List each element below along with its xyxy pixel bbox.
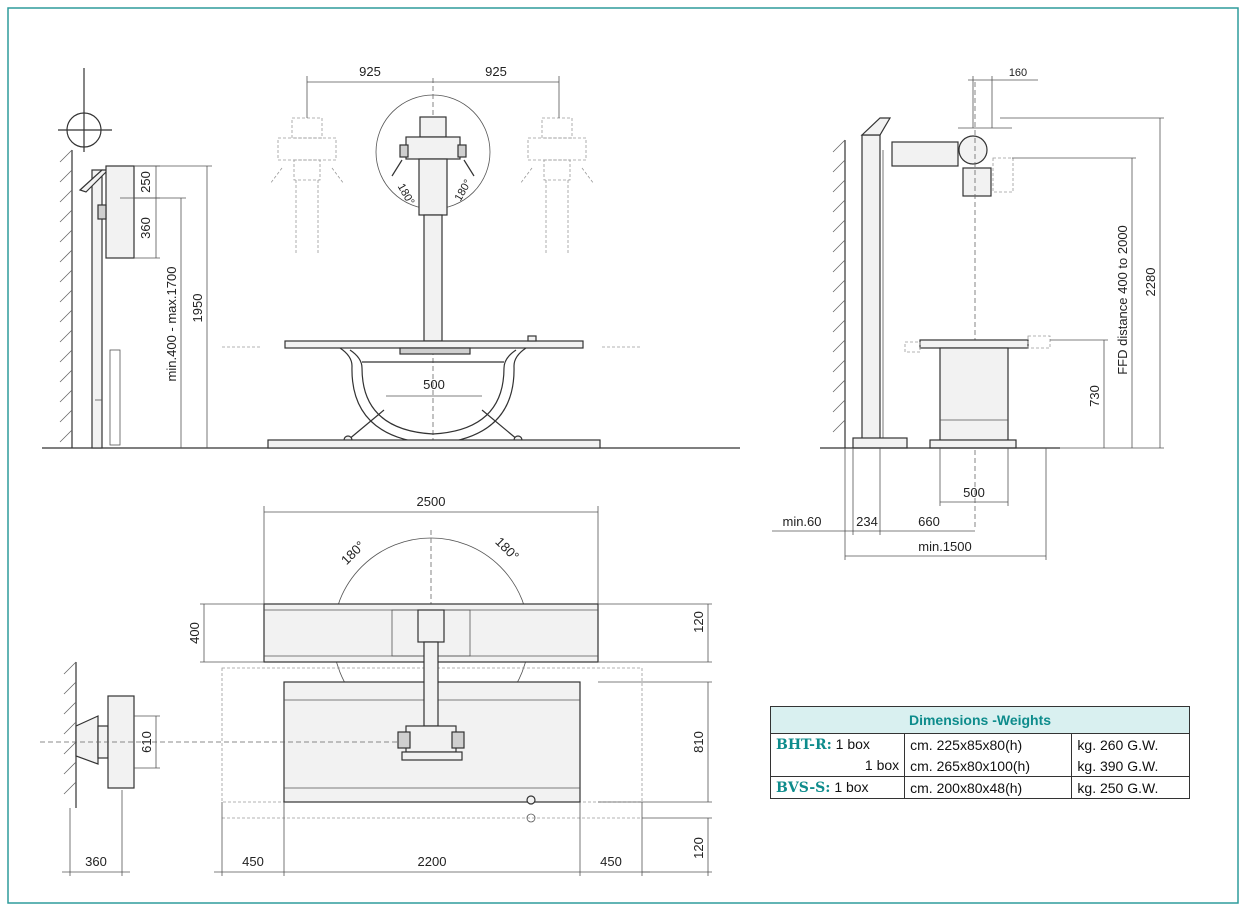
plan-view: 2500 180° 180° 400 120 81 <box>40 494 712 876</box>
angle-label-left: 180° <box>395 182 417 208</box>
dim-400: 400 <box>187 622 202 644</box>
dim-610: 610 <box>139 731 154 753</box>
table-title: Dimensions -Weights <box>770 706 1190 734</box>
dim-120-bottom: 120 <box>691 837 706 859</box>
dim-2280: 2280 <box>1143 268 1158 297</box>
table-row: BVS-S: 1 box cm. 200x80x48(h) kg. 250 G.… <box>769 776 1190 799</box>
table-row: BHT-R: 1 box cm. 225x85x80(h) kg. 260 G.… <box>769 733 1190 755</box>
dim-500-side: 500 <box>963 485 985 500</box>
dim-925-right: 925 <box>485 64 507 79</box>
dim-1950: 1950 <box>190 294 205 323</box>
page-border <box>7 7 1239 904</box>
angle-plan-right: 180° <box>492 534 522 564</box>
dim-925-left: 925 <box>359 64 381 79</box>
dim-250: 250 <box>138 171 153 193</box>
dim-height-range: min.400 - max.1700 <box>164 267 179 382</box>
dim-120-top: 120 <box>691 611 706 633</box>
dim-160: 160 <box>1009 67 1027 79</box>
dim-360-vertical: 360 <box>138 217 153 239</box>
dim-450-right: 450 <box>600 854 622 869</box>
box-weight: kg. 390 G.W. <box>1071 755 1190 777</box>
dim-2500: 2500 <box>417 494 446 509</box>
dim-min60: min.60 <box>782 514 821 529</box>
wall-stand-elevation: 250 360 min.400 - max.1700 1950 <box>42 68 740 449</box>
box-count: 1 box <box>834 779 869 795</box>
dimensions-weights-table: Dimensions -Weights BHT-R: 1 box cm. 225… <box>769 706 1190 799</box>
dim-360-plan: 360 <box>85 854 107 869</box>
box-count: 1 box <box>835 736 870 752</box>
side-elevation: 160 2280 FFD distance 400 to 2000 730 50… <box>772 67 1164 560</box>
angle-plan-left: 180° <box>338 538 368 568</box>
box-weight: kg. 250 G.W. <box>1071 776 1190 799</box>
dim-730: 730 <box>1087 385 1102 407</box>
box-size: cm. 265x80x100(h) <box>904 755 1073 777</box>
dim-234: 234 <box>856 514 878 529</box>
dim-ffd: FFD distance 400 to 2000 <box>1115 225 1130 375</box>
table-row: 1 box cm. 265x80x100(h) kg. 390 G.W. <box>769 755 1190 777</box>
dim-500-front: 500 <box>423 377 445 392</box>
dim-810: 810 <box>691 731 706 753</box>
dim-450-left: 450 <box>242 854 264 869</box>
box-size: cm. 200x80x48(h) <box>904 776 1073 799</box>
box-size: cm. 225x85x80(h) <box>904 733 1073 755</box>
dim-2200: 2200 <box>418 854 447 869</box>
model-name: BVS-S: <box>776 780 831 796</box>
table-front-elevation: 925 925 180° 180° 500 <box>222 64 642 449</box>
dim-min1500: min.1500 <box>918 539 971 554</box>
angle-label-right: 180° <box>453 178 475 204</box>
box-count: 1 box <box>864 757 900 773</box>
box-weight: kg. 260 G.W. <box>1071 733 1190 755</box>
model-name: BHT-R: <box>776 737 832 753</box>
dim-660: 660 <box>918 514 940 529</box>
